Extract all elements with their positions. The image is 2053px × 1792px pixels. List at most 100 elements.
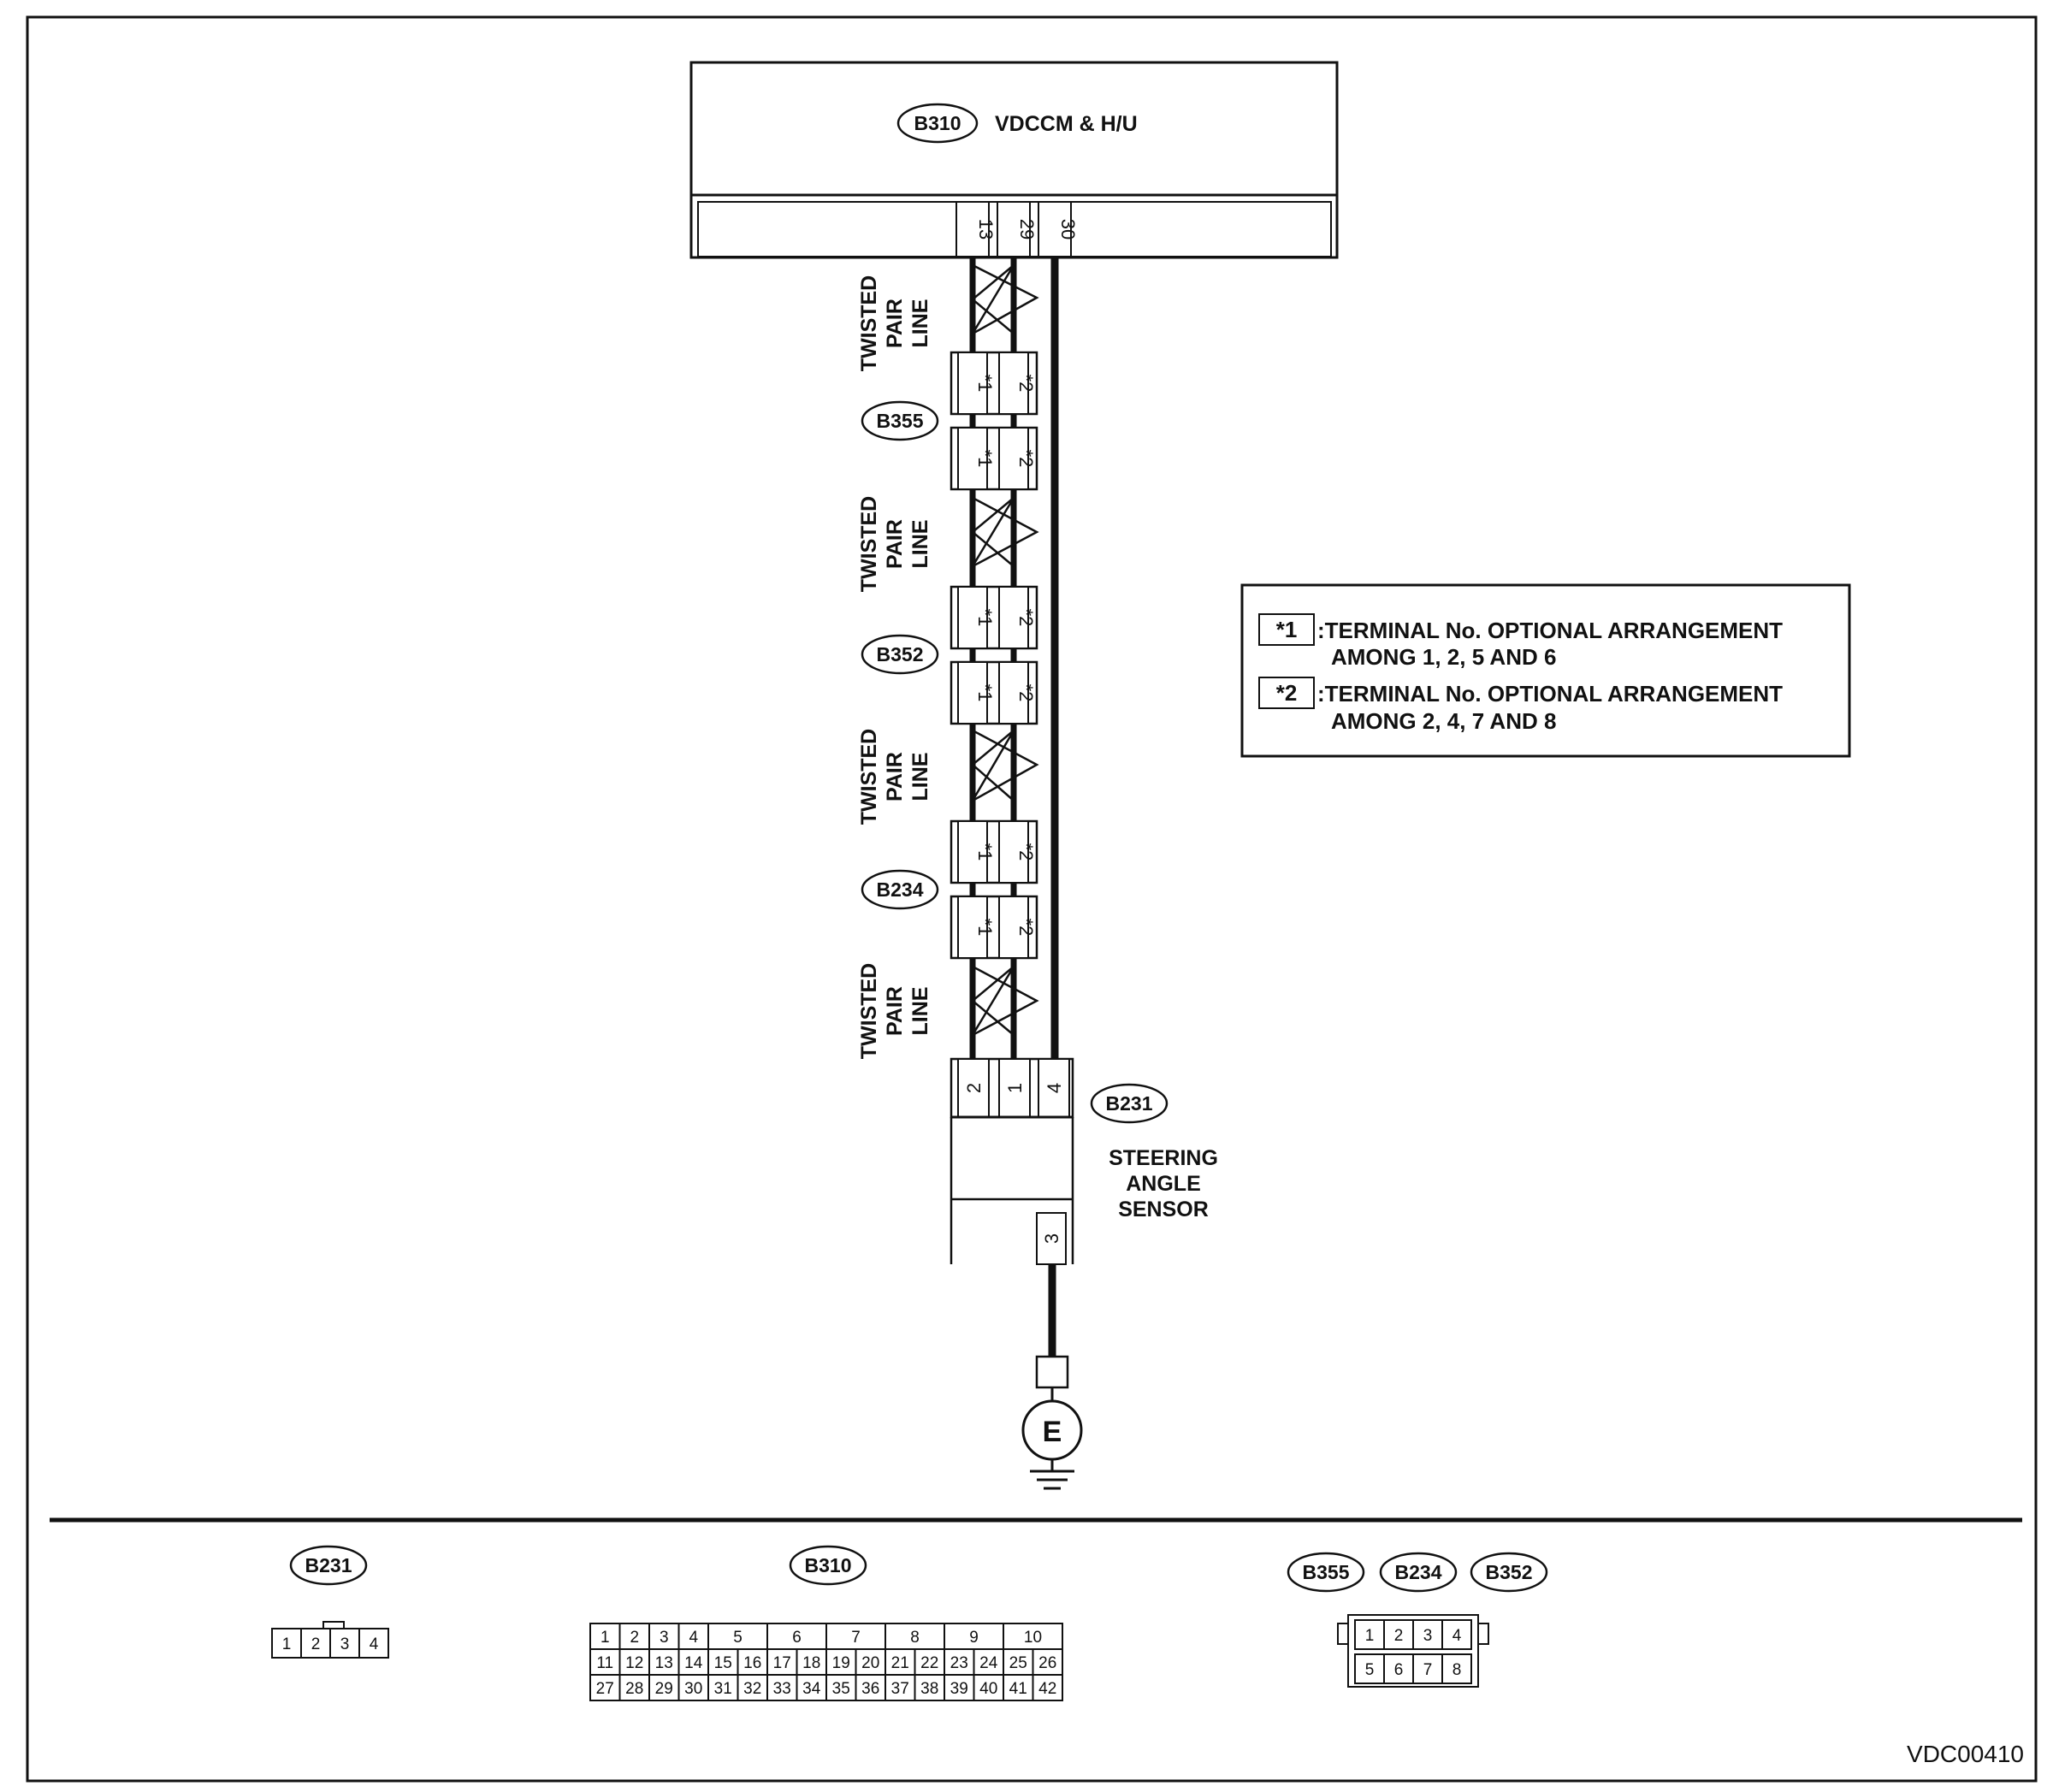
svg-text:TWISTED: TWISTED bbox=[857, 963, 881, 1060]
svg-text:LINE: LINE bbox=[908, 520, 932, 569]
b355-pin-6: 6 bbox=[1394, 1661, 1404, 1679]
svg-text:TWISTED: TWISTED bbox=[857, 496, 881, 593]
b355-pin-5: 5 bbox=[1365, 1661, 1375, 1679]
b310-pin-28: 28 bbox=[625, 1680, 643, 1698]
b310-pin-20-cell bbox=[855, 1648, 886, 1676]
b310-pin-26: 26 bbox=[1038, 1654, 1056, 1672]
b231-pin-3: 3 bbox=[340, 1635, 350, 1653]
connector-b355: *1 *2 *1 *2 B355 bbox=[861, 351, 1038, 491]
sensor-pin-2: 2 bbox=[963, 1083, 985, 1093]
b310-pin-36: 36 bbox=[861, 1680, 879, 1698]
b310-pin-15: 15 bbox=[714, 1654, 732, 1672]
b310-pin-33-cell bbox=[766, 1674, 798, 1701]
b310-pin-33: 33 bbox=[773, 1680, 791, 1698]
unit-pin-13: 13 bbox=[975, 219, 997, 240]
b355-pin-3-cell bbox=[1412, 1619, 1443, 1650]
b231-pin-1: 1 bbox=[282, 1635, 292, 1653]
svg-text:PAIR: PAIR bbox=[883, 299, 907, 348]
b310-pin-9: 9 bbox=[969, 1629, 979, 1647]
connector-b234: *1 *2 *1 *2 B234 bbox=[861, 819, 1038, 960]
b310-pin-7-cell bbox=[825, 1623, 886, 1650]
b310-pin-30: 30 bbox=[684, 1680, 702, 1698]
b310-pin-21-cell bbox=[885, 1648, 916, 1676]
pin-star2: *2 bbox=[1015, 843, 1037, 861]
b310-pin-32: 32 bbox=[743, 1680, 761, 1698]
b310-pin-41: 41 bbox=[1009, 1680, 1027, 1698]
b355-pin-8-cell bbox=[1441, 1653, 1472, 1684]
b310-pin-18-cell bbox=[796, 1648, 827, 1676]
pin-star2: *2 bbox=[1015, 375, 1037, 393]
legend-mark-2: *2 bbox=[1276, 680, 1298, 706]
b310-pin-31-cell bbox=[707, 1674, 739, 1701]
sensor-pin-3: 3 bbox=[1041, 1233, 1062, 1244]
legend-text-2: :TERMINAL No. OPTIONAL ARRANGEMENT bbox=[1317, 681, 1783, 707]
b355-pin-8: 8 bbox=[1452, 1661, 1462, 1679]
b310-pin-21: 21 bbox=[891, 1654, 909, 1672]
svg-text:SENSOR: SENSOR bbox=[1118, 1198, 1209, 1221]
twist-mark bbox=[969, 965, 1039, 1038]
b310-pin-19: 19 bbox=[832, 1654, 850, 1672]
pin-star2: *2 bbox=[1015, 450, 1037, 468]
b310-pin-14-cell bbox=[677, 1648, 709, 1676]
b310-pin-3: 3 bbox=[660, 1629, 669, 1647]
outer-frame bbox=[26, 15, 2038, 1783]
connector-view-label-b352: B352 bbox=[1486, 1561, 1533, 1583]
steering-angle-sensor: 2 1 4 3 B231 STEERING ANGLE SENSOR bbox=[950, 1057, 1218, 1265]
twisted-pair-label-4: TWISTED PAIR LINE bbox=[857, 963, 932, 1060]
b310-pin-7: 7 bbox=[851, 1629, 861, 1647]
b310-pin-37: 37 bbox=[891, 1680, 909, 1698]
twisted-pair-label-3: TWISTED PAIR LINE bbox=[857, 729, 932, 825]
b355-pin-3: 3 bbox=[1423, 1627, 1433, 1645]
b310-pin-6-cell bbox=[766, 1623, 827, 1650]
b355-pin-2: 2 bbox=[1394, 1627, 1404, 1645]
connector-label-b234: B234 bbox=[877, 878, 924, 901]
b310-pin-27: 27 bbox=[596, 1680, 614, 1698]
b310-pin-9-cell bbox=[944, 1623, 1004, 1650]
b310-pin-31: 31 bbox=[714, 1680, 732, 1698]
b310-pin-27-cell bbox=[589, 1674, 621, 1701]
b310-pin-39-cell bbox=[944, 1674, 975, 1701]
b310-pin-24: 24 bbox=[979, 1654, 998, 1672]
b310-pin-29-cell bbox=[648, 1674, 680, 1701]
b310-pin-5: 5 bbox=[733, 1629, 743, 1647]
twisted-pair-label-1: TWISTED PAIR LINE bbox=[857, 275, 932, 372]
b310-pin-39: 39 bbox=[950, 1680, 968, 1698]
b231-pin-4: 4 bbox=[370, 1635, 379, 1653]
pin-star2: *2 bbox=[1015, 684, 1037, 702]
svg-text:LINE: LINE bbox=[908, 987, 932, 1036]
pin-star1: *1 bbox=[974, 375, 996, 393]
svg-text:PAIR: PAIR bbox=[883, 519, 907, 569]
b231-pin-2: 2 bbox=[311, 1635, 321, 1653]
b310-pin-35: 35 bbox=[832, 1680, 850, 1698]
connector-badge-b231 bbox=[1090, 1083, 1168, 1124]
sensor-name: STEERING bbox=[1109, 1146, 1218, 1170]
connector-label-b355: B355 bbox=[877, 410, 924, 432]
ground-label: E bbox=[1043, 1416, 1062, 1448]
unit-pin-30: 30 bbox=[1057, 219, 1079, 240]
svg-text:AMONG 1, 2, 5 AND 6: AMONG 1, 2, 5 AND 6 bbox=[1331, 644, 1556, 670]
svg-text:LINE: LINE bbox=[908, 299, 932, 348]
b310-pin-1: 1 bbox=[601, 1629, 610, 1647]
b310-pin-22: 22 bbox=[920, 1654, 938, 1672]
b355-pin-4-cell bbox=[1441, 1619, 1472, 1650]
twist-mark bbox=[969, 263, 1039, 337]
b310-pin-10: 10 bbox=[1024, 1629, 1042, 1647]
legend-mark-1: *1 bbox=[1276, 617, 1298, 642]
b310-pin-29: 29 bbox=[655, 1680, 673, 1698]
connector-badge-b355 bbox=[861, 400, 939, 441]
b310-pin-8-cell bbox=[885, 1623, 945, 1650]
unit-name: VDCCM & H/U bbox=[995, 112, 1138, 136]
b310-pin-34: 34 bbox=[802, 1680, 821, 1698]
b355-pin-7-cell bbox=[1412, 1653, 1443, 1684]
connector-badge-b310 bbox=[896, 103, 979, 144]
b310-pin-36-cell bbox=[855, 1674, 886, 1701]
pin-star2: *2 bbox=[1015, 919, 1037, 937]
b355-pin-4: 4 bbox=[1452, 1627, 1462, 1645]
pin-star1: *1 bbox=[974, 450, 996, 468]
svg-text:AMONG 2, 4, 7 AND 8: AMONG 2, 4, 7 AND 8 bbox=[1331, 708, 1556, 734]
vdccm-unit: B310 VDCCM & H/U 13 29 30 bbox=[689, 61, 1339, 259]
b310-pin-38: 38 bbox=[920, 1680, 938, 1698]
b355-pin-2-cell bbox=[1383, 1619, 1414, 1650]
b310-pin-8: 8 bbox=[910, 1629, 920, 1647]
